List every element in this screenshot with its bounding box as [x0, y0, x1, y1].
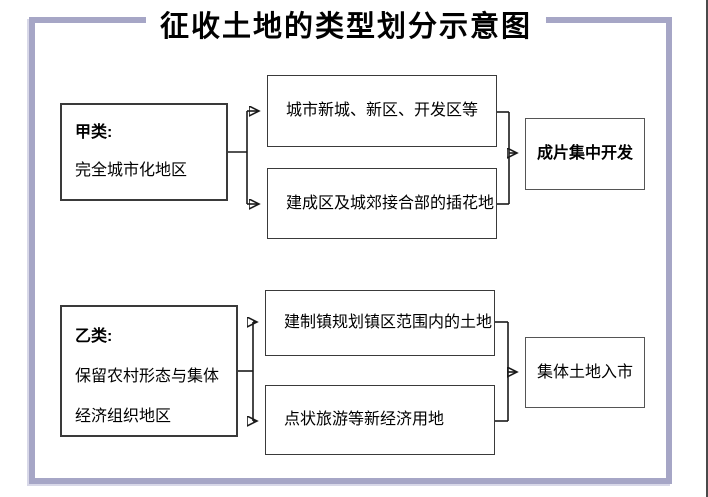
- category-a-box: 甲类: 完全城市化地区: [60, 103, 228, 201]
- category-a-result-box: 成片集中开发: [525, 118, 645, 190]
- category-b-item-1-label: 建制镇规划镇区范围内的土地: [284, 314, 493, 331]
- category-a-result-label: 成片集中开发: [536, 145, 633, 162]
- category-a-item-1-label: 城市新城、新区、开发区等: [286, 102, 479, 119]
- diagram-title: 征收土地的类型划分示意图: [145, 3, 547, 45]
- category-b-result-label: 集体土地入市: [536, 363, 633, 381]
- category-a-item-1-box: 城市新城、新区、开发区等: [267, 75, 497, 147]
- category-b-box: 乙类: 保留农村形态与集体 经济组织地区: [60, 305, 238, 437]
- category-b-item-1-box: 建制镇规划镇区范围内的土地: [265, 290, 495, 356]
- category-a-item-2-label: 建成区及城郊接合部的插花地: [286, 194, 495, 212]
- category-a-body: 完全城市化地区: [75, 162, 188, 179]
- page-edge-line: [706, 0, 708, 497]
- category-b-heading: 乙类:: [75, 328, 113, 345]
- category-a-heading: 甲类:: [75, 124, 113, 141]
- category-b-body-line2: 经济组织地区: [75, 408, 172, 425]
- category-b-body-line1: 保留农村形态与集体: [75, 368, 220, 385]
- category-b-item-2-box: 点状旅游等新经济用地: [265, 385, 495, 455]
- category-a-item-2-box: 建成区及城郊接合部的插花地: [267, 168, 497, 239]
- category-b-item-2-label: 点状旅游等新经济用地: [284, 411, 445, 428]
- category-b-result-box: 集体土地入市: [525, 337, 645, 408]
